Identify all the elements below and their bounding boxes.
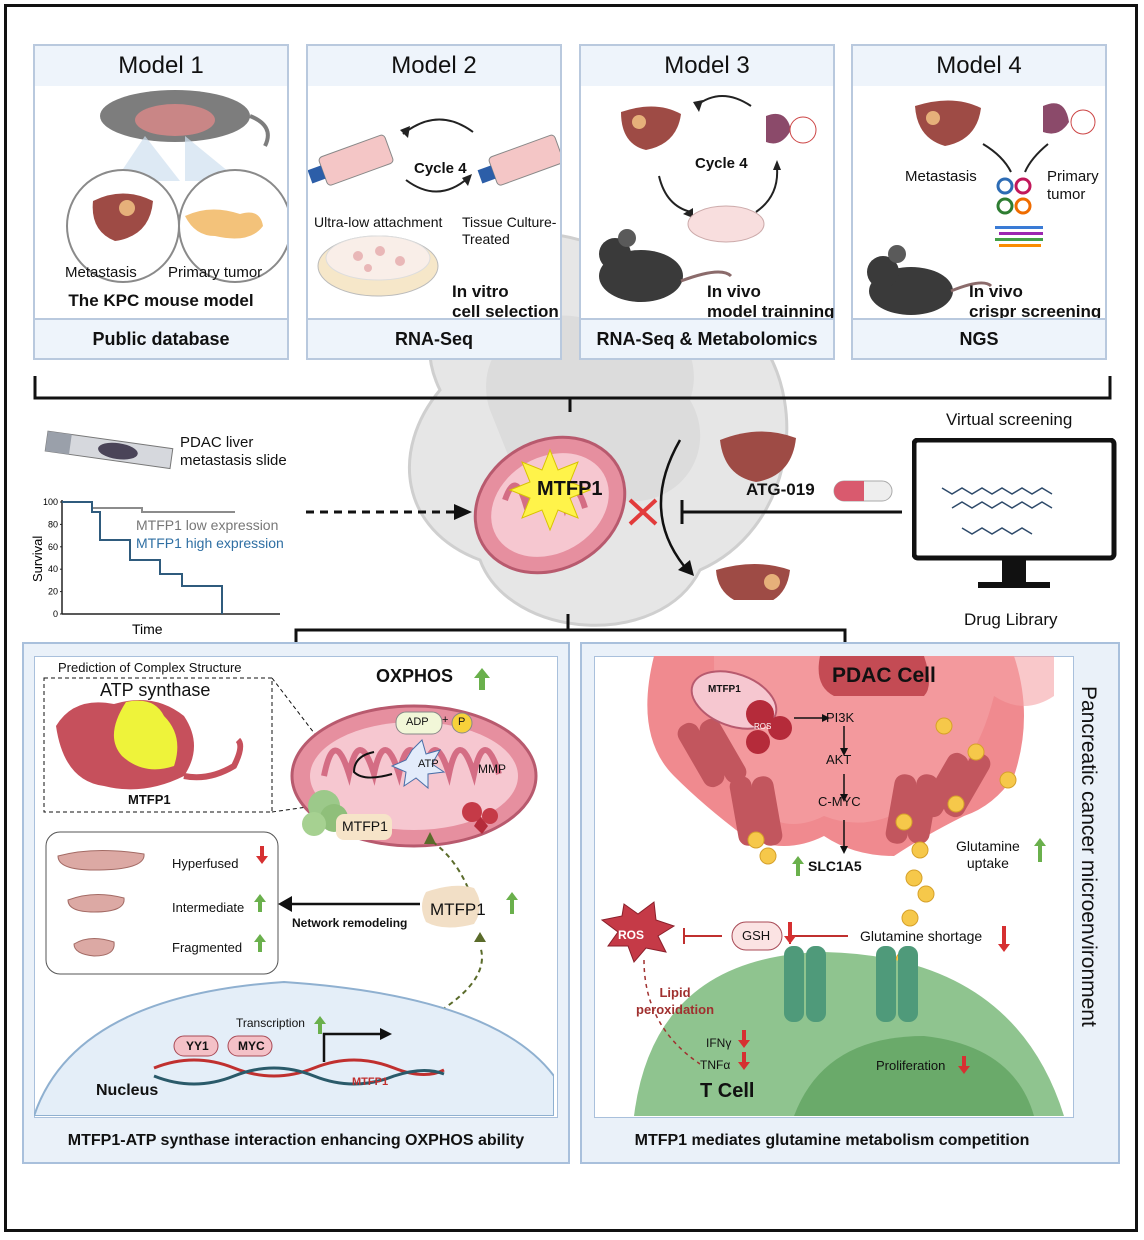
model-1-subtitle: The KPC mouse model: [68, 291, 254, 310]
cell-selection-illustration: [307, 118, 564, 297]
model-3-footer: RNA-Seq & Metabolomics: [581, 318, 833, 358]
survival-tick-label: 80: [48, 519, 58, 529]
network-remodeling-label: Network remodeling: [292, 916, 408, 930]
mtfp1-center-label: MTFP1: [537, 478, 603, 500]
slide-label: PDAC liver metastasis slide: [180, 434, 287, 469]
survival-tick-label: 0: [53, 609, 58, 619]
central-mitochondrion: [473, 435, 627, 575]
model-2-title: Model 2: [308, 46, 560, 88]
models-bracket: [33, 376, 1112, 412]
right-panel-art: [600, 656, 1064, 1116]
plus-label: +: [442, 714, 449, 726]
slc1a5-label: SLC1A5: [808, 858, 862, 874]
model-3-title: Model 3: [581, 46, 833, 88]
metastasis-label: Metastasis: [905, 168, 977, 185]
atp-synthase-label: ATP synthase: [100, 680, 211, 700]
hyperfused-label: Hyperfused: [172, 856, 239, 871]
legend-low: MTFP1 low expression: [136, 517, 278, 533]
proliferation-label: Proliferation: [876, 1058, 946, 1073]
ros-big-label: ROS: [618, 928, 645, 942]
model-4-box: Model 4 Metastasis Primary tumor In vivo…: [851, 44, 1107, 360]
tnfa-label: TNFα: [700, 1058, 731, 1072]
drug-library-label: Drug Library: [964, 610, 1058, 629]
survival-tick-label: 60: [48, 542, 58, 552]
panels-bracket: [294, 614, 847, 648]
virtual-screening-label: Virtual screening: [946, 410, 1073, 429]
mtfp1-struct-label: MTFP1: [128, 792, 171, 807]
model-4-subtitle: In vivo crispr screening: [969, 282, 1102, 321]
model-3-subtitle: In vivo model trainning: [707, 282, 835, 321]
atp-label: ATP: [418, 758, 439, 770]
mito-mtfp1-label: MTFP1: [708, 684, 741, 695]
model-1-box: Model 1 Metastasis Primary tumor The KPC…: [33, 44, 292, 360]
model-1-title: Model 1: [35, 46, 287, 88]
gsh-label: GSH: [742, 928, 771, 943]
model-2-box: Model 2 Cycle 4 Ultra-low attachment Tis…: [306, 44, 564, 360]
model-3-box: Model 3 Cycle 4 In vivo model trainning …: [579, 44, 835, 360]
slide-icon: [44, 430, 174, 470]
metastasis-label: Metastasis: [65, 264, 137, 281]
survival-tick-label: 100: [43, 497, 58, 507]
model-4-title: Model 4: [853, 46, 1105, 88]
myc-label: MYC: [238, 1039, 265, 1053]
mmp-label: MMP: [478, 762, 506, 776]
side-title: Pancreatic cancer microenvironment: [1077, 686, 1100, 1027]
lipid-peroxidation-label: Lipid peroxidation: [636, 985, 715, 1017]
monitor-icon: [912, 438, 1117, 588]
mtfp1-blob-label: MTFP1: [430, 900, 486, 919]
left-panel-art: [34, 668, 554, 1116]
model-1-footer: Public database: [35, 318, 287, 358]
glutamine-shortage-label: Glutamine shortage: [860, 928, 983, 944]
gene-label: MTFP1: [352, 1076, 389, 1088]
right-caption: MTFP1 mediates glutamine metabolism comp…: [634, 1132, 1030, 1149]
oxphos-label: OXPHOS: [376, 666, 454, 686]
mito-mtfp1-label: MTFP1: [342, 818, 388, 834]
glutamine-uptake-label: Glutamine uptake: [956, 838, 1020, 871]
nucleus-label: Nucleus: [96, 1082, 159, 1099]
pdac-cell-label: PDAC Cell: [832, 664, 936, 687]
mtfp1-star: [508, 448, 592, 532]
survival-ylabel: Survival: [30, 536, 45, 582]
survival-tick-label: 20: [48, 587, 58, 597]
primary-tumor-label: Primary tumor: [168, 264, 263, 281]
tcell-label: T Cell: [700, 1080, 755, 1102]
legend-high: MTFP1 high expression: [136, 535, 284, 551]
survival-xlabel: Time: [132, 621, 163, 637]
kpc-mouse-illustration: [66, 90, 292, 283]
left-caption: MTFP1-ATP synthase interaction enhancing…: [67, 1132, 525, 1149]
dashed-arrow: [306, 504, 472, 520]
transcription-label: Transcription: [236, 1016, 305, 1030]
crispr-screening-illustration: [867, 100, 1096, 315]
model-4-footer: NGS: [853, 318, 1105, 358]
cycle-4-label: Cycle 4: [695, 155, 748, 172]
akt-label: AKT: [826, 752, 852, 767]
in-vivo-training-illustration: [599, 95, 817, 302]
survival-chart: 100 80 60 40 20 0 Survival Time MTFP1 low exp…: [30, 497, 284, 637]
pill-icon: [833, 480, 893, 502]
tissue-culture-label: Tissue Culture- Treated: [462, 214, 557, 247]
ifng-label: IFNγ: [706, 1036, 732, 1050]
p-label: P: [458, 716, 466, 728]
drug-label: ATG-019: [746, 480, 815, 499]
cmyc-label: C-MYC: [818, 794, 861, 809]
fragmented-label: Fragmented: [172, 940, 243, 955]
ultra-low-label: Ultra-low attachment: [314, 214, 443, 230]
ros-small-label: ROS: [754, 722, 772, 731]
pi3k-label: PI3K: [826, 710, 855, 725]
adp-label: ADP: [406, 716, 429, 728]
model-2-subtitle: In vitro cell selection: [452, 282, 559, 321]
prediction-label: Prediction of Complex Structure: [58, 660, 242, 675]
yy1-label: YY1: [186, 1039, 209, 1053]
survival-tick-label: 40: [48, 564, 58, 574]
primary-tumor-label: Primary tumor: [1047, 168, 1099, 203]
model-2-footer: RNA-Seq: [308, 318, 560, 358]
inhibition-arrow: [628, 431, 902, 600]
intermediate-label: Intermediate: [172, 900, 245, 915]
cycle-4-label: Cycle 4: [414, 160, 467, 177]
